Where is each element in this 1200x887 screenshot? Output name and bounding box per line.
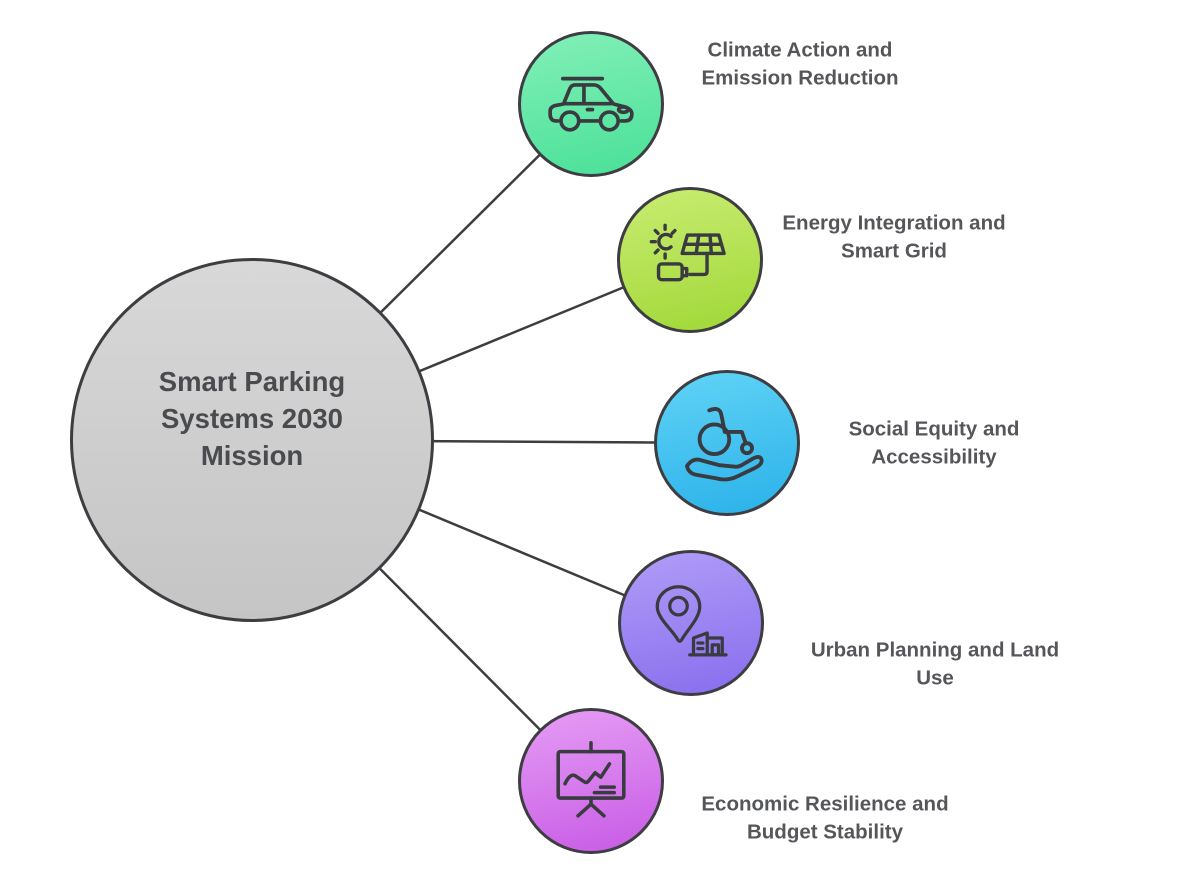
node-label-energy-integration: Energy Integration and Smart Grid [782,211,1006,263]
node-label-climate-action: Climate Action and Emission Reduction [701,38,899,90]
central-node: Smart Parking Systems 2030 Mission [70,258,434,622]
node-climate-action [518,31,664,177]
central-node-label: Smart Parking Systems 2030 Mission [158,365,346,471]
wheelchair-hand-icon [685,407,764,482]
node-energy-integration [617,187,763,333]
car-icon [548,76,634,132]
node-label-economic-resilience: Economic Resilience and Budget Stability [701,792,949,844]
node-social-equity [654,370,800,516]
node-urban-planning [618,550,764,696]
node-label-social-equity: Social Equity and Accessibility [848,417,1020,469]
node-label-urban-planning: Urban Planning and Land Use [810,638,1060,690]
solar-panel-icon [649,223,726,282]
map-pin-building-icon [655,585,728,657]
node-economic-resilience [518,708,664,854]
presentation-chart-icon [556,740,626,818]
